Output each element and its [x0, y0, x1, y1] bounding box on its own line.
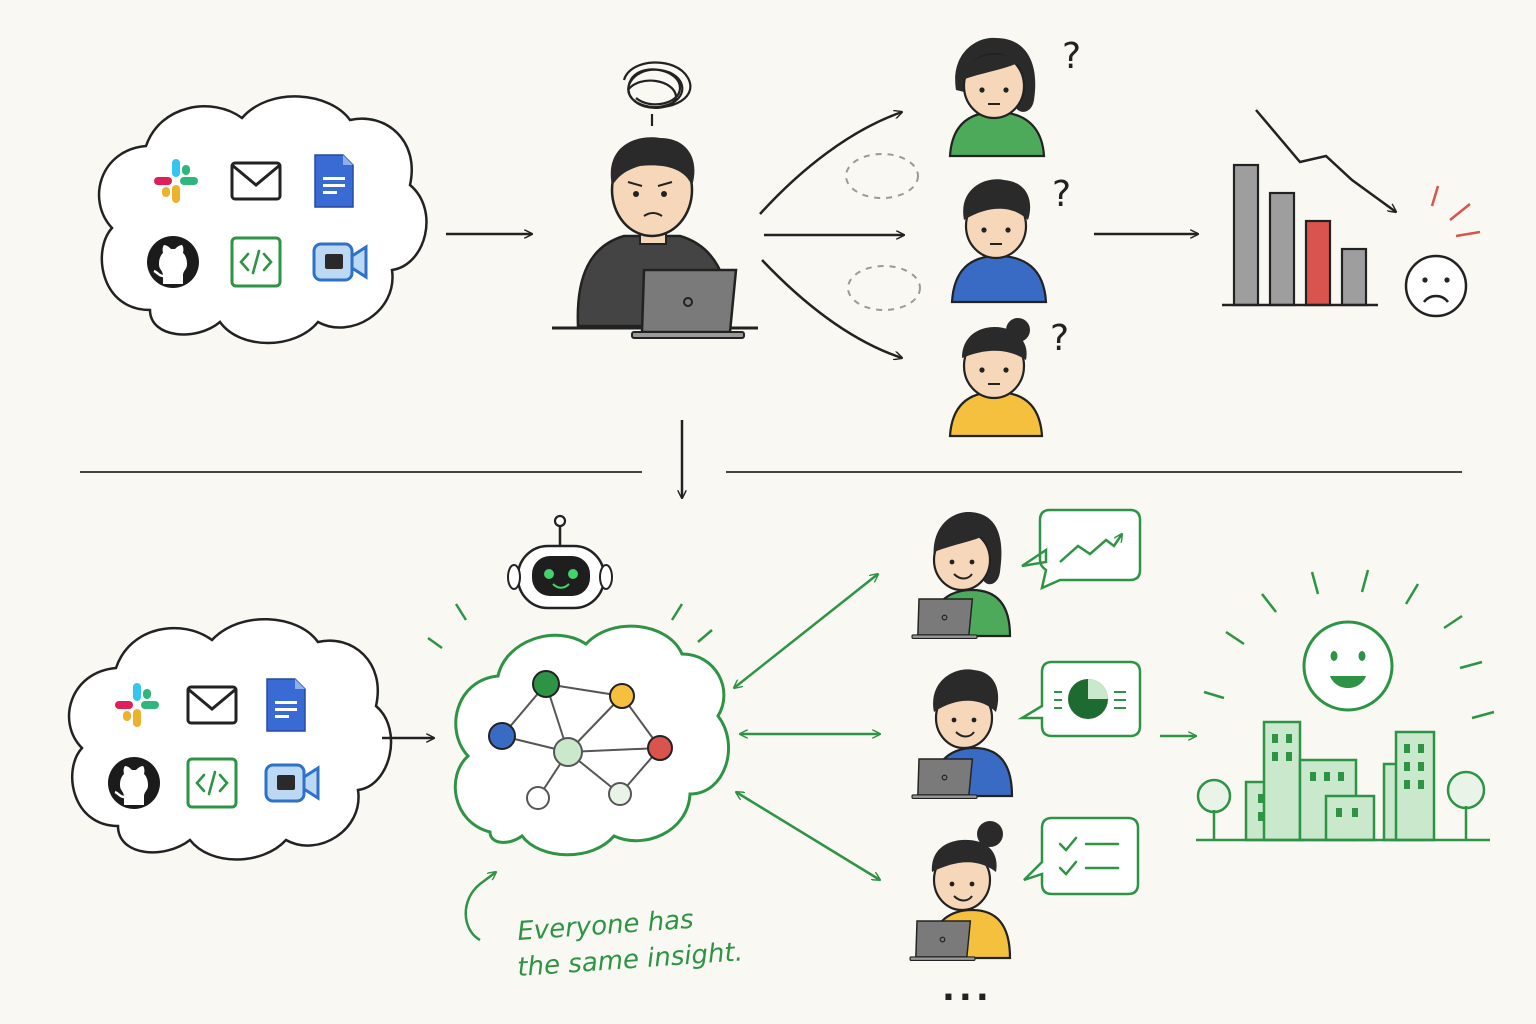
- graph-node: [553, 737, 583, 767]
- confused-person-yellow: [948, 318, 1044, 438]
- empty-thought-bubble: [845, 153, 919, 199]
- question-mark: ?: [1062, 36, 1081, 77]
- sun-rays: [1203, 569, 1495, 720]
- informed-person-blue: [911, 669, 1014, 800]
- arrow-to-person-3: [761, 259, 902, 358]
- happy-face-icon: [1302, 620, 1394, 712]
- trend-line-chart-icon: [1059, 534, 1122, 563]
- insight-bubble-checklist: [1023, 816, 1140, 896]
- declining-bar-chart: [1222, 109, 1396, 307]
- insight-bubble-trend: [1021, 508, 1142, 591]
- confused-person-blue: [950, 179, 1048, 304]
- downward-trend-arrow: [1255, 109, 1396, 212]
- informed-person-yellow: [909, 821, 1012, 962]
- more-people-ellipsis: ...: [942, 969, 993, 1009]
- robot-icon: [507, 514, 613, 610]
- laptop-icon: [909, 920, 976, 962]
- code-icon: [186, 757, 238, 809]
- chart-bar: [1304, 219, 1332, 307]
- sync-arrow-person-3: [736, 792, 880, 880]
- mail-icon: [186, 685, 238, 725]
- graph-node: [608, 782, 632, 806]
- graph-node: [647, 735, 673, 761]
- overwhelmed-worker: [552, 137, 758, 340]
- chart-bar: [1340, 247, 1368, 307]
- knowledge-graph-cloud: [453, 624, 731, 857]
- thriving-city-icon: [1196, 720, 1490, 842]
- code-icon: [230, 236, 282, 288]
- confusion-scribble-icon: [622, 61, 692, 126]
- google-docs-icon: [266, 678, 306, 732]
- insight-bubble-pie: [1017, 660, 1142, 738]
- confused-person-green: [948, 37, 1046, 158]
- tools-cloud-bottom: [67, 618, 393, 861]
- laptop-icon: [911, 758, 978, 800]
- laptop-icon: [630, 268, 746, 340]
- tools-cloud-top: [97, 95, 428, 345]
- question-mark: ?: [1050, 318, 1069, 359]
- graph-node: [532, 670, 560, 698]
- graph-node: [609, 683, 635, 709]
- google-docs-icon: [314, 154, 354, 208]
- pie-chart-icon: [1054, 679, 1126, 719]
- graph-node: [526, 786, 550, 810]
- annotation-line-1: Everyone has: [516, 905, 694, 947]
- glow-rays: [427, 603, 713, 650]
- github-icon: [106, 755, 162, 811]
- informed-person-green: [911, 512, 1012, 640]
- github-icon: [145, 234, 201, 290]
- chart-bar: [1268, 191, 1296, 307]
- question-mark: ?: [1052, 174, 1071, 215]
- annotation-arrow: [464, 872, 496, 942]
- sync-arrow-person-1: [734, 574, 878, 688]
- graph-node: [488, 722, 516, 750]
- mail-icon: [230, 161, 282, 201]
- empty-thought-bubble: [847, 265, 921, 311]
- sad-face-icon: [1404, 185, 1481, 318]
- checklist-icon: [1058, 836, 1120, 876]
- chart-bar: [1232, 163, 1260, 307]
- arrow-to-person-1: [759, 112, 902, 215]
- laptop-icon: [911, 598, 978, 640]
